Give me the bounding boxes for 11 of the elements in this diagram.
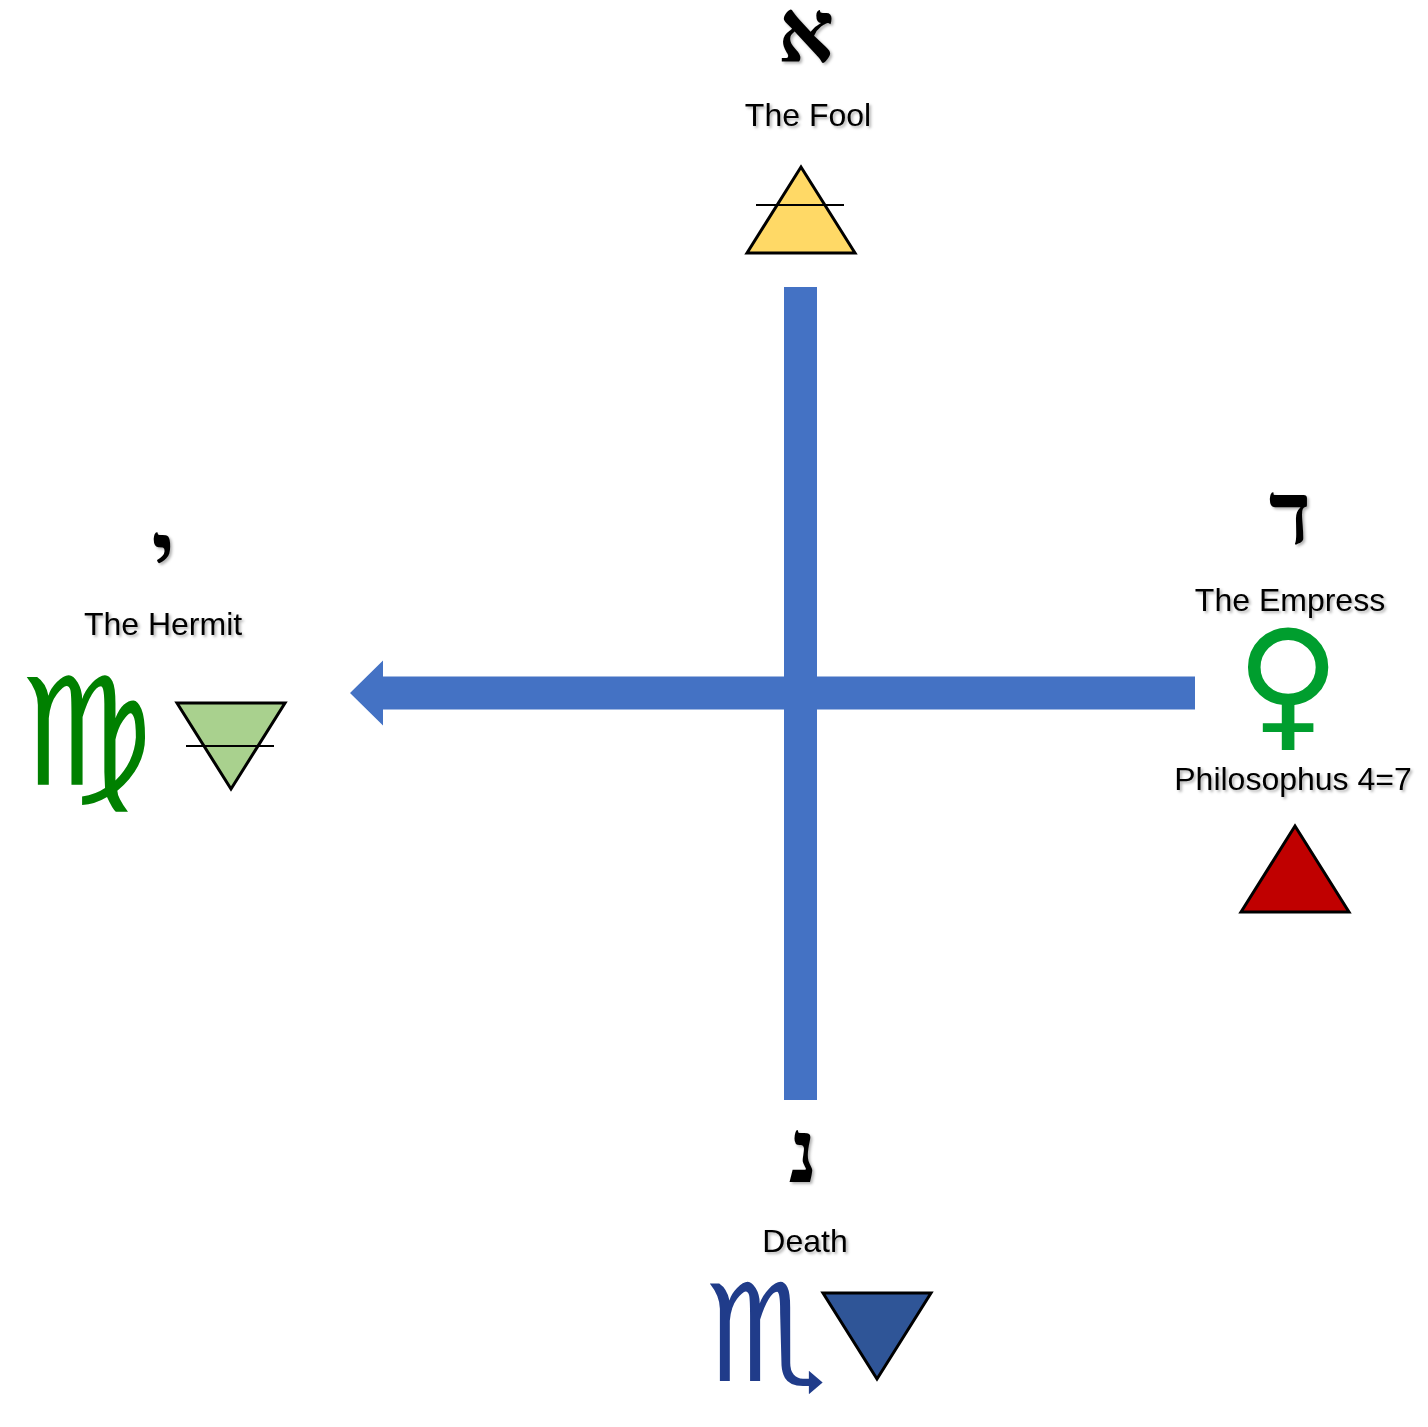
grade-label: Philosophus 4=7 xyxy=(1174,763,1412,795)
thick-arrow xyxy=(350,660,1195,726)
hebrew-letter: נ xyxy=(788,1109,818,1197)
card-title: Death xyxy=(762,1225,848,1257)
hebrew-letter: ד xyxy=(1268,471,1312,559)
zodiac-symbol: ♏ xyxy=(705,1266,827,1402)
hebrew-letter: א xyxy=(777,0,835,77)
thick-line xyxy=(784,287,817,1100)
card-title: The Fool xyxy=(744,99,872,131)
hebrew-letter: י xyxy=(151,511,175,599)
card-title: The Hermit xyxy=(83,608,243,640)
